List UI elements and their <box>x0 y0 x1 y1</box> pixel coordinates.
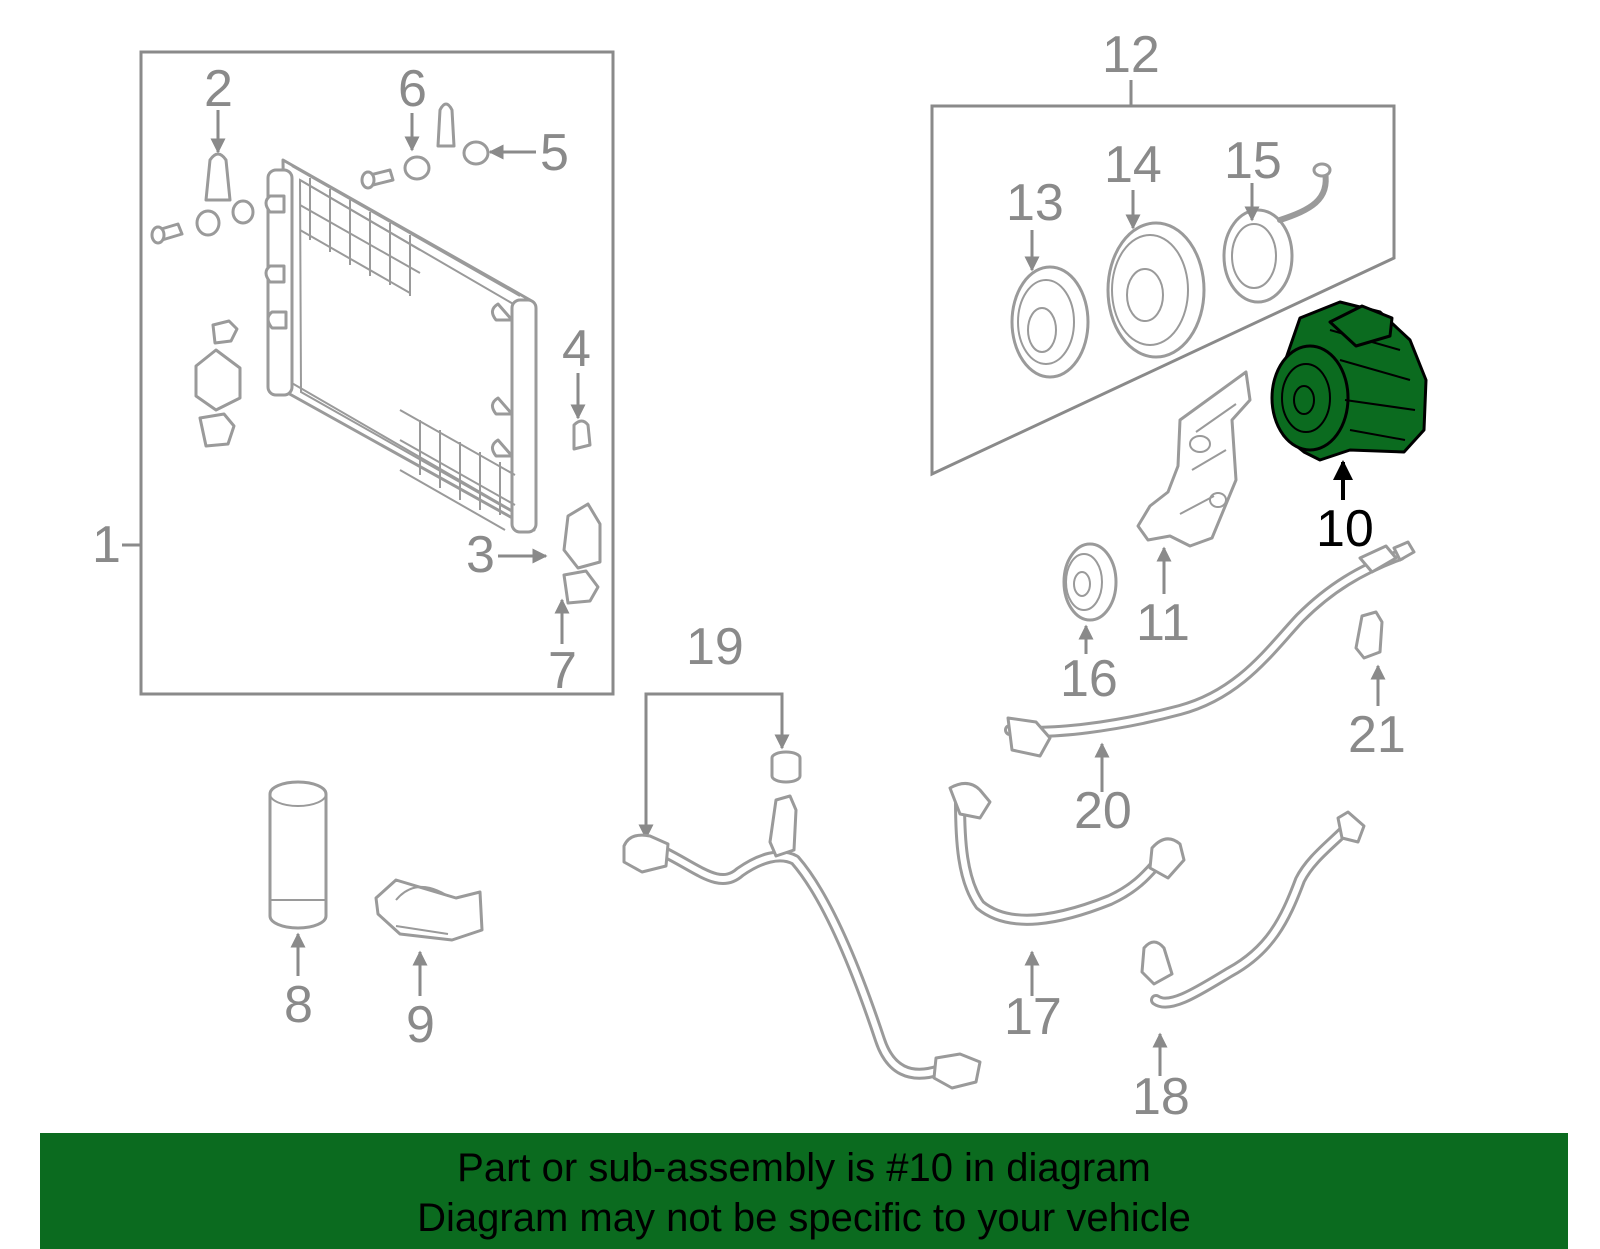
liquid-line <box>622 692 982 1090</box>
callout-labels: 1 2 3 4 5 6 7 8 9 10 11 12 13 14 15 16 1… <box>92 26 1406 1126</box>
suction-hose <box>948 782 1186 996</box>
compressor-highlighted <box>1270 300 1428 500</box>
condenser-group-box <box>122 50 615 696</box>
clutch-group-box <box>930 80 1396 477</box>
callout-6: 6 <box>398 60 427 118</box>
callout-11: 11 <box>1136 594 1190 652</box>
callout-5: 5 <box>540 124 569 182</box>
receiver-drier <box>268 780 328 976</box>
callout-21: 21 <box>1348 706 1406 764</box>
callout-4: 4 <box>562 320 591 378</box>
suction-hose-2 <box>1140 810 1366 1076</box>
condenser-small-parts <box>150 102 602 605</box>
condenser-callout-arrows <box>210 110 586 644</box>
callout-8: 8 <box>284 976 313 1034</box>
callout-1: 1 <box>92 516 121 574</box>
info-banner: Part or sub-assembly is #10 in diagram D… <box>40 1133 1568 1249</box>
callout-7: 7 <box>548 642 577 700</box>
callout-16: 16 <box>1060 650 1118 708</box>
callout-10: 10 <box>1316 500 1374 558</box>
compressor-bracket <box>1136 370 1252 594</box>
callout-17: 17 <box>1004 988 1062 1046</box>
callout-19: 19 <box>686 618 744 676</box>
callout-3: 3 <box>466 526 495 584</box>
callout-15: 15 <box>1224 132 1282 190</box>
condenser-core <box>264 158 538 534</box>
idler-pulley <box>1062 542 1118 654</box>
callout-13: 13 <box>1006 174 1064 232</box>
callout-2: 2 <box>204 60 233 118</box>
banner-line-2: Diagram may not be specific to your vehi… <box>417 1196 1191 1240</box>
callout-9: 9 <box>406 996 435 1054</box>
drier-bracket <box>374 878 484 996</box>
callout-20: 20 <box>1074 782 1132 840</box>
callout-12: 12 <box>1102 26 1160 84</box>
callout-14: 14 <box>1104 136 1162 194</box>
discharge-hose <box>1004 540 1416 792</box>
callout-18: 18 <box>1132 1068 1190 1126</box>
clutch-callout-arrows <box>1024 183 1260 272</box>
clutch-parts <box>1010 162 1332 379</box>
banner-line-1: Part or sub-assembly is #10 in diagram <box>457 1146 1151 1190</box>
pressure-switch <box>1354 610 1386 706</box>
